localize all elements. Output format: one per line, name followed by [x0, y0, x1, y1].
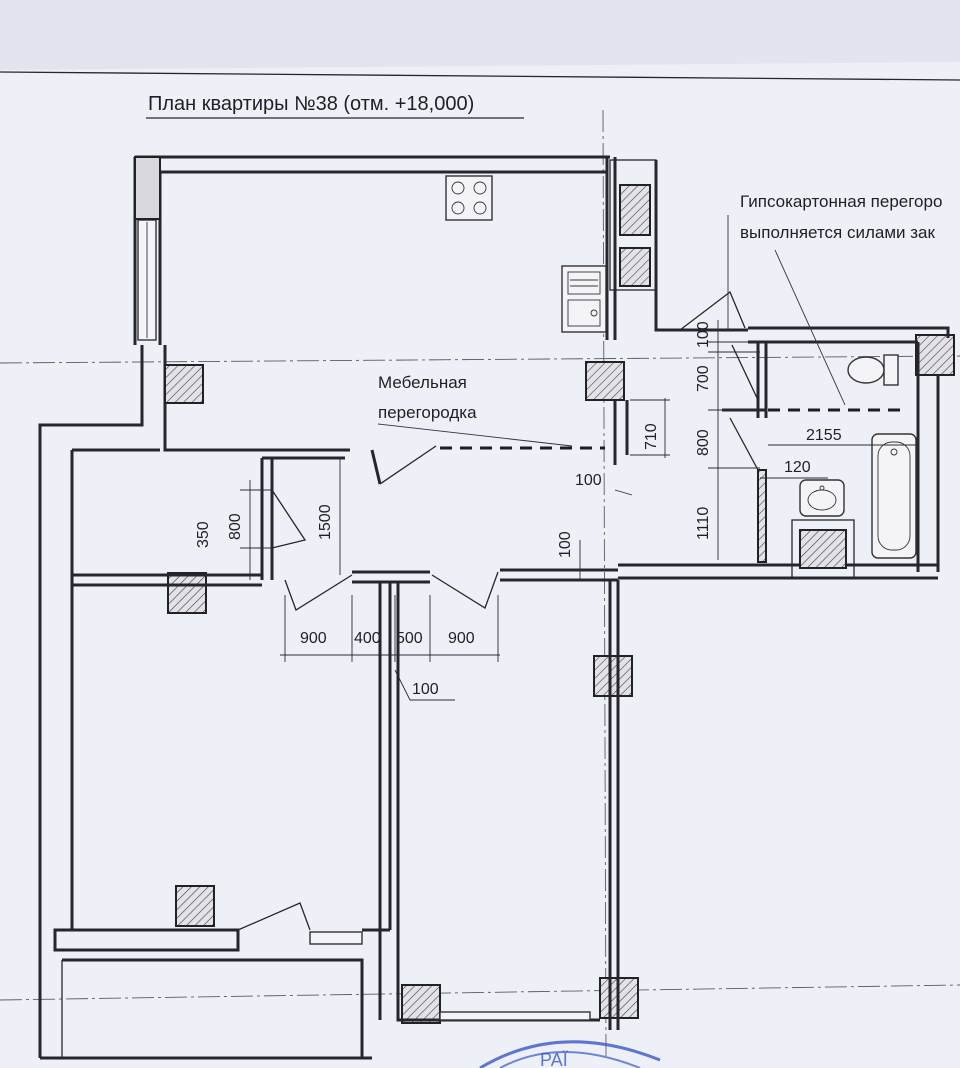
paper-sheet — [0, 62, 960, 1068]
structural-column — [401, 984, 441, 1024]
furniture-partition-label-2: перегородка — [378, 403, 477, 422]
svg-text:500: 500 — [396, 630, 423, 647]
structural-column — [175, 885, 215, 927]
structural-column — [167, 572, 207, 614]
plan-title: План квартиры №38 (отм. +18,000) — [148, 93, 474, 115]
structural-column — [915, 334, 955, 376]
svg-text:900: 900 — [300, 630, 327, 647]
svg-text:1500: 1500 — [317, 504, 334, 540]
structural-column — [164, 364, 204, 404]
svg-text:700: 700 — [695, 365, 712, 392]
hall-closet-door — [271, 489, 307, 549]
svg-text:800: 800 — [695, 429, 712, 456]
structural-column — [593, 655, 633, 697]
door-width-dimensions: 900 400 500 900 — [280, 595, 500, 662]
dim-100-corner: 100 — [575, 472, 602, 489]
bedroom-left — [40, 582, 392, 1060]
bathroom-ventilation-block — [799, 529, 847, 569]
dimension-100-bottom: 100 — [412, 681, 439, 698]
bathtub-icon — [871, 433, 917, 559]
grid-axis-horizontal-upper — [0, 355, 960, 364]
dimension-120: 120 — [784, 459, 811, 476]
ventilation-shaft — [609, 159, 680, 332]
bathroom-ventilation-shaft — [791, 519, 855, 579]
grid-axis-horizontal-lower — [0, 984, 960, 1001]
bathroom-vertical-dimensions: 100 700 800 1110 — [695, 320, 760, 560]
toilet-icon — [847, 354, 899, 386]
svg-text:100: 100 — [695, 321, 712, 348]
drywall-note-line-2: выполняется силами зак — [740, 223, 935, 242]
furniture-leader — [377, 423, 573, 447]
entrance-door — [679, 290, 748, 332]
furniture-partition-label-1: Мебельная — [378, 373, 467, 392]
dimension-100-hall: 100 — [557, 531, 574, 558]
stamp-seal-text: РАЇ — [540, 1050, 568, 1068]
bedroom-right — [396, 580, 620, 1030]
sheet-frame-line — [0, 71, 960, 81]
washbasin-icon — [799, 479, 845, 517]
kitchen-sink-icon — [561, 265, 607, 333]
bedroom-left-door — [284, 574, 353, 611]
svg-text:400: 400 — [354, 630, 381, 647]
svg-text:710: 710 — [643, 423, 660, 450]
hallway — [40, 423, 618, 930]
dimension-2155: 2155 — [806, 427, 842, 444]
dimension-710: 710 — [630, 398, 670, 458]
hall-vertical-dimensions: 350 800 1500 — [195, 458, 341, 580]
structural-column — [585, 361, 625, 401]
bedroom-right-door — [431, 571, 499, 609]
bathroom — [618, 326, 950, 580]
svg-text:800: 800 — [227, 513, 244, 540]
drywall-leader — [774, 249, 846, 406]
kitchen-door — [370, 445, 437, 485]
drywall-note-line-1: Гипсокартонная перегоро — [740, 192, 942, 211]
stove-icon — [445, 175, 493, 221]
svg-text:900: 900 — [448, 630, 475, 647]
svg-text:1110: 1110 — [695, 507, 712, 540]
svg-text:350: 350 — [195, 521, 212, 548]
stamp-seal: РАЇ — [479, 1040, 661, 1068]
